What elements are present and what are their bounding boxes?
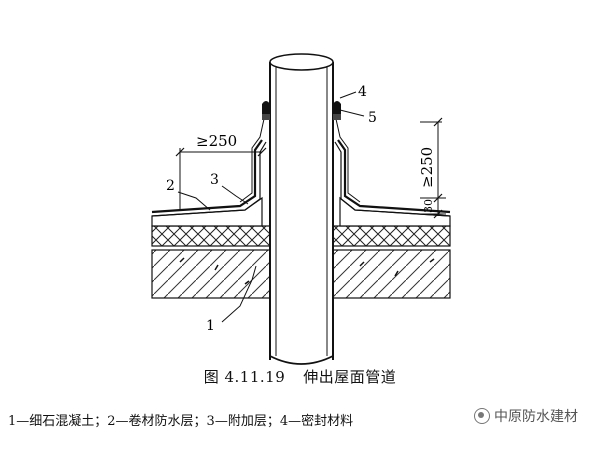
clamp-ring [262, 114, 341, 120]
watermark-text: 中原防水建材 [494, 409, 578, 425]
dim-vertical: ≥250 30 [418, 117, 446, 219]
callout-5: 5 [368, 110, 377, 126]
dim-horizontal-label: ≥250 [196, 132, 237, 150]
structural-slab [151, 249, 451, 299]
watermark: 中原防水建材 [470, 404, 582, 428]
legend: 1—细石混凝土；2—卷材防水层；3—附加层；4—密封材料 [8, 414, 354, 429]
callout-3: 3 [210, 172, 219, 188]
callout-1: 1 [206, 318, 215, 334]
callout-leaders [177, 91, 365, 323]
insulation-layer [151, 225, 451, 247]
figure-number: 图 4.11.19 [203, 368, 286, 386]
dim-small-label: 30 [422, 199, 435, 213]
membrane-left [151, 109, 267, 217]
membrane-right [333, 109, 451, 217]
figure-title: 伸出屋面管道 [303, 368, 397, 386]
callout-2: 2 [166, 178, 175, 194]
sealant [262, 101, 341, 114]
dim-horizontal: ≥250 [175, 132, 267, 210]
pipe [269, 53, 334, 365]
figure-caption: 图 4.11.19 伸出屋面管道 [0, 366, 600, 387]
dim-vertical-label: ≥250 [418, 147, 436, 188]
wechat-icon [474, 408, 490, 424]
callout-4: 4 [358, 84, 367, 100]
